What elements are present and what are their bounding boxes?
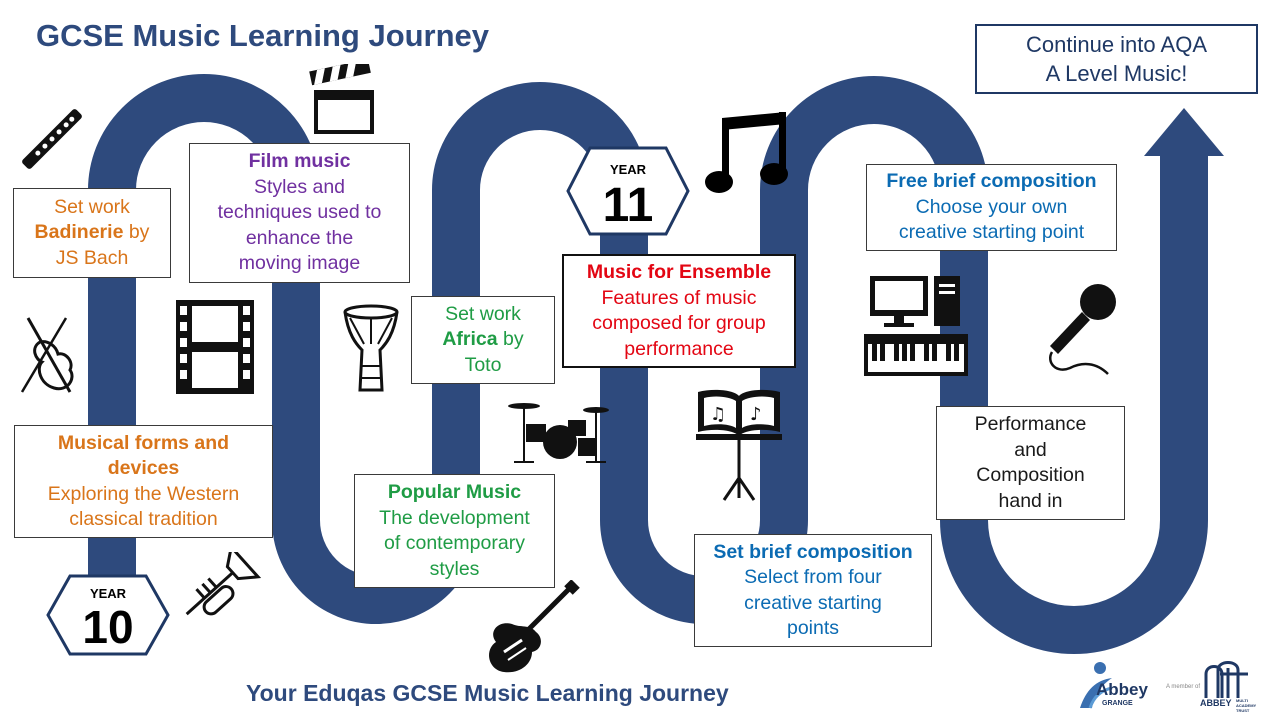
set-brief-heading: Set brief composition (713, 540, 913, 563)
svg-text:♫: ♫ (710, 404, 726, 425)
popular-line: styles (429, 557, 480, 580)
badinerie-line2: Badinerie by (35, 220, 150, 246)
hand-in-line: and (1014, 438, 1047, 461)
year-10-number: 10 (82, 601, 134, 653)
popular-line: The development (379, 506, 530, 529)
popular-heading: Popular Music (387, 481, 522, 503)
forms-line: classical tradition (69, 508, 218, 530)
set-brief-line: creative starting (744, 591, 882, 614)
clapperboard-icon (309, 64, 374, 134)
microphone-icon (1049, 284, 1116, 375)
free-brief-box: Free brief composition Choose your own c… (866, 164, 1117, 251)
a-level-line: Continue into AQA (1025, 32, 1207, 57)
badinerie-box: Set work Badinerie by JS Bach (13, 188, 171, 278)
svg-text:♪: ♪ (750, 404, 762, 425)
film-music-box: Film music Styles and techniques used to… (189, 143, 410, 283)
badinerie-line3: JS Bach (55, 246, 129, 269)
film-music-heading: Film music (248, 150, 351, 173)
hand-in-line: Performance (974, 413, 1087, 435)
badinerie-after: by (123, 221, 150, 244)
flute-icon (22, 109, 82, 169)
film-strip-icon (176, 300, 254, 394)
year-11-label: YEAR (609, 162, 647, 177)
abbey-trust-logo: ABBEY MULTI ACADEMY TRUST (1200, 660, 1262, 713)
hexagon-shape (566, 146, 690, 236)
ensemble-heading: Music for Ensemble (586, 261, 772, 283)
music-notes-icon (705, 112, 788, 193)
abbey-logo-line2: GRANGE (1102, 700, 1133, 707)
film-music-line: moving image (238, 252, 361, 275)
year-10-badge: YEAR 10 (46, 574, 170, 656)
film-music-line: techniques used to (217, 201, 382, 224)
abbey-grange-emblem-icon (1080, 662, 1113, 709)
electric-guitar-icon (489, 580, 580, 673)
africa-after: by (497, 328, 524, 351)
ensemble-line: Features of music (601, 286, 757, 309)
free-brief-line: Choose your own (915, 195, 1068, 218)
member-of-text: A member of (1166, 684, 1201, 690)
drum-kit-icon (508, 403, 609, 463)
sheet-music-stand-icon: ♫ ♪ (696, 389, 782, 501)
hand-in-line: Composition (976, 464, 1085, 486)
africa-line3: Toto (464, 353, 502, 376)
free-brief-line: creative starting point (898, 221, 1085, 244)
page-title: GCSE Music Learning Journey (36, 18, 490, 53)
ensemble-line: performance (624, 337, 734, 360)
trust-logo-line2: MULTI ACADEMY TRUST (1236, 698, 1257, 713)
badinerie-bold: Badinerie (34, 221, 124, 244)
free-brief-heading: Free brief composition (886, 170, 1097, 193)
film-music-line: Styles and (253, 175, 346, 198)
a-level-box: Continue into AQA A Level Music! (975, 24, 1258, 94)
popular-music-box: Popular Music The development of contemp… (354, 474, 555, 588)
set-brief-line: Select from four (744, 566, 882, 588)
a-level-line: A Level Music! (1045, 61, 1188, 86)
year-11-badge: YEAR 11 (566, 146, 690, 236)
djembe-drum-icon (343, 304, 399, 392)
popular-line: of contemporary (384, 532, 525, 554)
year-10-label: YEAR (89, 586, 127, 601)
ensemble-line: composed for group (592, 312, 766, 334)
trust-logo-line1: ABBEY (1200, 698, 1232, 708)
computer-keyboard-icon (864, 276, 968, 376)
set-brief-box: Set brief composition Select from four c… (694, 534, 932, 647)
set-brief-line: points (786, 617, 840, 639)
hand-in-box: Performance and Composition hand in (936, 406, 1125, 520)
forms-line: Exploring the Western (47, 482, 240, 505)
journey-arrow-head (1144, 108, 1224, 156)
badinerie-line1: Set work (54, 195, 130, 218)
violin-icon (20, 317, 74, 393)
africa-bold: Africa (442, 328, 498, 351)
ensemble-box: Music for Ensemble Features of music com… (562, 254, 796, 368)
year-11-number: 11 (602, 179, 654, 232)
forms-heading-1: Musical forms and (57, 431, 230, 454)
africa-line2: Africa by (442, 327, 523, 353)
forms-heading-2: devices (107, 457, 180, 479)
abbey-grange-logo: Abbey GRANGE (1076, 660, 1156, 712)
musical-forms-box: Musical forms and devices Exploring the … (14, 425, 273, 538)
africa-line1: Set work (445, 302, 521, 325)
footer-title: Your Eduqas GCSE Music Learning Journey (246, 680, 729, 706)
film-music-line: enhance the (245, 226, 354, 249)
trumpet-icon (185, 552, 262, 616)
africa-box: Set work Africa by Toto (411, 296, 555, 384)
abbey-trust-arch-icon (1204, 661, 1248, 698)
abbey-logo-line1: Abbey (1096, 680, 1148, 699)
hand-in-line: hand in (998, 489, 1063, 512)
hexagon-shape (46, 574, 170, 656)
